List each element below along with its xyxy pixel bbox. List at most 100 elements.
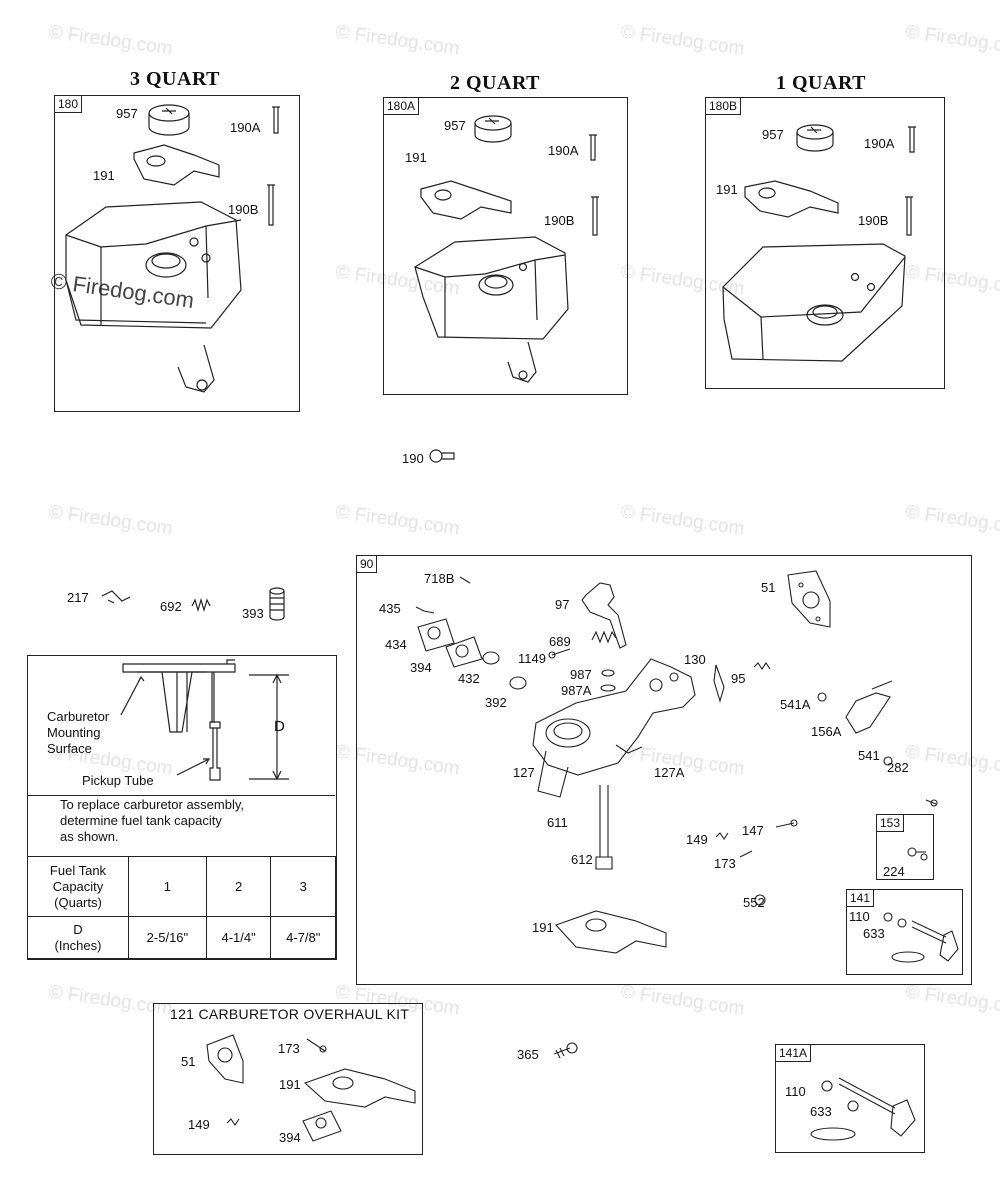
part-127-label[interactable]: 127 xyxy=(513,765,535,780)
part-191-label[interactable]: 191 xyxy=(405,150,427,165)
spring-692-icon xyxy=(190,596,214,612)
kit-153-frame xyxy=(876,814,934,880)
part-392-label[interactable]: 392 xyxy=(485,695,507,710)
part-190-label[interactable]: 190 xyxy=(402,451,424,466)
kit-141-frame xyxy=(846,889,963,975)
tank-2-quart-tag: 180A xyxy=(383,97,420,115)
screw-224-icon xyxy=(906,840,932,866)
capacity-col-2: 2 xyxy=(205,856,272,917)
screw-365-icon xyxy=(550,1040,580,1062)
d-value-3: 4-7/8" xyxy=(270,916,336,959)
part-149-label[interactable]: 149 xyxy=(686,832,708,847)
part-95-label[interactable]: 95 xyxy=(731,671,746,686)
measurement-frame xyxy=(27,655,337,960)
part-190A-label[interactable]: 190A xyxy=(230,120,261,135)
part-127A-label[interactable]: 127A xyxy=(654,765,685,780)
part-434-label[interactable]: 434 xyxy=(385,637,407,652)
part-191-label[interactable]: 191 xyxy=(279,1077,301,1092)
carburetor-drawing xyxy=(356,555,970,983)
choke-shaft-141-drawing xyxy=(846,889,961,973)
kit-141A-frame xyxy=(775,1044,925,1153)
part-147-label[interactable]: 147 xyxy=(742,823,764,838)
part-224-label[interactable]: 224 xyxy=(883,864,905,879)
sleeve-393-icon xyxy=(266,586,292,626)
part-191-label[interactable]: 191 xyxy=(532,920,554,935)
kit-153-tag: 153 xyxy=(876,814,905,832)
part-633-label[interactable]: 633 xyxy=(810,1104,832,1119)
part-130-label[interactable]: 130 xyxy=(684,652,706,667)
kit-121-title: 121 CARBURETOR OVERHAUL KIT xyxy=(170,1006,410,1022)
tank-2-quart-title: 2 QUART xyxy=(450,72,541,94)
divider xyxy=(27,795,335,796)
part-689-label[interactable]: 689 xyxy=(549,634,571,649)
choke-shaft-141A-drawing xyxy=(775,1044,923,1151)
part-612-label[interactable]: 612 xyxy=(571,852,593,867)
part-987-label[interactable]: 987 xyxy=(570,667,592,682)
kit-121-frame xyxy=(153,1003,423,1155)
part-190A-label[interactable]: 190A xyxy=(864,136,895,151)
part-394-label[interactable]: 394 xyxy=(410,660,432,675)
part-718B-label[interactable]: 718B xyxy=(424,571,455,586)
part-611-label[interactable]: 611 xyxy=(547,815,568,830)
part-987A-label[interactable]: 987A xyxy=(561,683,592,698)
tank-2-quart-frame xyxy=(383,97,628,395)
part-51-label[interactable]: 51 xyxy=(181,1054,196,1069)
part-190B-label[interactable]: 190B xyxy=(544,213,575,228)
fuel-tank-capacity-table: Fuel Tank Capacity (Quarts) 1 2 3 D (Inc… xyxy=(27,856,336,959)
part-149-label[interactable]: 149 xyxy=(188,1117,210,1132)
carburetor-tag: 90 xyxy=(356,555,378,573)
part-110-label[interactable]: 110 xyxy=(849,909,870,924)
part-692-label[interactable]: 692 xyxy=(160,599,182,614)
part-552-label[interactable]: 552 xyxy=(743,895,765,910)
tank-2-quart-drawing xyxy=(383,97,626,393)
part-633-label[interactable]: 633 xyxy=(863,926,885,941)
tank-3-quart-drawing xyxy=(54,95,298,410)
part-190B-label[interactable]: 190B xyxy=(228,202,259,217)
part-365-label[interactable]: 365 xyxy=(517,1047,539,1062)
tank-1-quart-tag: 180B xyxy=(705,97,742,115)
tank-3-quart-title: 3 QUART xyxy=(130,68,221,90)
tank-1-quart-frame xyxy=(705,97,945,389)
part-393-label[interactable]: 393 xyxy=(242,606,264,621)
d-value-1: 2-5/16" xyxy=(128,916,207,959)
part-191-label[interactable]: 191 xyxy=(93,168,115,183)
replacement-note: To replace carburetor assembly, determin… xyxy=(60,797,245,844)
part-173-label[interactable]: 173 xyxy=(714,856,736,871)
part-173-label[interactable]: 173 xyxy=(278,1041,300,1056)
part-217-label[interactable]: 217 xyxy=(67,590,89,605)
d-row-header: D (Inches) xyxy=(27,916,129,959)
d-value-2: 4-1/4" xyxy=(205,916,272,959)
part-282-label[interactable]: 282 xyxy=(887,760,909,775)
screw-190-icon xyxy=(428,446,458,466)
part-51-label[interactable]: 51 xyxy=(761,580,776,595)
part-1149-label[interactable]: 1149 xyxy=(518,651,546,666)
clip-217-icon xyxy=(100,588,132,608)
pickup-tube-drawing xyxy=(27,655,335,795)
part-394-label[interactable]: 394 xyxy=(279,1130,301,1145)
part-97-label[interactable]: 97 xyxy=(555,597,570,612)
carburetor-mounting-surface-label: Carburetor Mounting Surface xyxy=(47,709,110,756)
part-110-label[interactable]: 110 xyxy=(785,1084,806,1099)
dimension-d-label: D xyxy=(274,718,285,735)
part-435-label[interactable]: 435 xyxy=(379,601,401,616)
tank-1-quart-drawing xyxy=(705,97,943,387)
capacity-col-3: 3 xyxy=(270,856,336,917)
kit-121-drawing xyxy=(153,1003,421,1153)
part-541A-label[interactable]: 541A xyxy=(780,697,811,712)
part-957-label[interactable]: 957 xyxy=(762,127,784,142)
capacity-row-header: Fuel Tank Capacity (Quarts) xyxy=(27,856,129,917)
pickup-tube-label: Pickup Tube xyxy=(82,773,154,788)
part-957-label[interactable]: 957 xyxy=(116,106,138,121)
part-432-label[interactable]: 432 xyxy=(458,671,480,686)
part-957-label[interactable]: 957 xyxy=(444,118,466,133)
part-156A-label[interactable]: 156A xyxy=(811,724,842,739)
tank-3-quart-tag: 180 xyxy=(54,95,83,113)
part-191-label[interactable]: 191 xyxy=(716,182,738,197)
part-541-label[interactable]: 541 xyxy=(858,748,880,763)
part-190A-label[interactable]: 190A xyxy=(548,143,579,158)
tank-1-quart-title: 1 QUART xyxy=(776,72,867,94)
part-190B-label[interactable]: 190B xyxy=(858,213,889,228)
kit-141-tag: 141 xyxy=(846,889,875,907)
capacity-col-1: 1 xyxy=(128,856,207,917)
tank-3-quart-frame xyxy=(54,95,300,412)
